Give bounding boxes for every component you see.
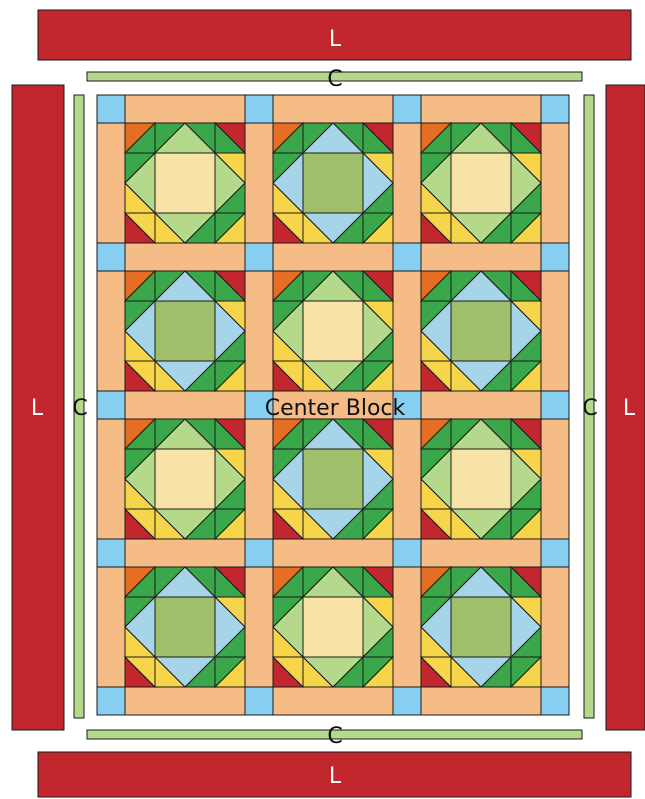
cornerstone: [541, 243, 569, 271]
cornerstone: [97, 539, 125, 567]
sashing-strip: [97, 567, 125, 687]
sashing-strip: [245, 567, 273, 687]
sashing-strip: [125, 391, 245, 419]
block-center-square: [303, 597, 363, 657]
cornerstone: [97, 687, 125, 715]
sashing-strip: [125, 539, 245, 567]
cornerstone: [393, 539, 421, 567]
cornerstone: [393, 687, 421, 715]
sashing-strip: [125, 95, 245, 123]
cornerstone: [245, 539, 273, 567]
sashing-strip: [541, 123, 569, 243]
block-center-square: [303, 301, 363, 361]
quilt-block-A: [125, 419, 245, 539]
block-center-square: [451, 301, 511, 361]
quilt-block-B: [125, 567, 245, 687]
cornerstone: [393, 95, 421, 123]
block-center-square: [451, 153, 511, 213]
sashing-strip: [97, 271, 125, 391]
sashing-strip: [421, 539, 541, 567]
cornerstone: [97, 95, 125, 123]
cornerstone: [541, 539, 569, 567]
cornerstone: [97, 391, 125, 419]
quilt-block-A: [421, 419, 541, 539]
quilt-block-A: [421, 123, 541, 243]
cornerstone: [97, 243, 125, 271]
sashing-strip: [421, 243, 541, 271]
sashing-strip: [273, 687, 393, 715]
center-block-label: Center Block: [265, 396, 406, 421]
block-center-square: [155, 597, 215, 657]
sashing-strip: [245, 123, 273, 243]
right-inner-border-label: C: [582, 396, 597, 421]
sashing-strip: [393, 271, 421, 391]
sashing-strip: [273, 243, 393, 271]
cornerstone: [541, 95, 569, 123]
quilt-block-A: [125, 123, 245, 243]
block-center-square: [451, 597, 511, 657]
sashing-strip: [273, 95, 393, 123]
cornerstone: [393, 243, 421, 271]
sashing-strip: [97, 419, 125, 539]
block-center-square: [155, 301, 215, 361]
quilt-block-B: [273, 123, 393, 243]
sashing-strip: [273, 539, 393, 567]
bottom-outer-border-label: L: [329, 764, 342, 789]
cornerstone: [541, 391, 569, 419]
sashing-strip: [393, 419, 421, 539]
top-outer-border-label: L: [329, 27, 342, 52]
quilt-block-B: [421, 271, 541, 391]
cornerstone: [245, 243, 273, 271]
sashing-strip: [421, 95, 541, 123]
sashing-strip: [393, 567, 421, 687]
sashing-strip: [245, 419, 273, 539]
bottom-inner-border-label: C: [327, 724, 342, 749]
block-center-square: [155, 153, 215, 213]
block-center-square: [303, 449, 363, 509]
quilt-block-B: [273, 419, 393, 539]
quilt-block-A: [273, 567, 393, 687]
left-inner-border-label: C: [72, 396, 87, 421]
sashing-strip: [421, 391, 541, 419]
sashing-strip: [541, 419, 569, 539]
sashing-strip: [97, 123, 125, 243]
cornerstone: [245, 687, 273, 715]
sashing-strip: [421, 687, 541, 715]
block-center-square: [451, 449, 511, 509]
sashing-strip: [245, 271, 273, 391]
cornerstone: [541, 687, 569, 715]
right-outer-border-label: L: [623, 396, 636, 421]
sashing-strip: [125, 243, 245, 271]
quilt-block-B: [421, 567, 541, 687]
sashing-strip: [125, 687, 245, 715]
quilt-block-A: [273, 271, 393, 391]
cornerstone: [245, 95, 273, 123]
block-center-square: [155, 449, 215, 509]
sashing-strip: [393, 123, 421, 243]
left-outer-border-label: L: [31, 396, 44, 421]
sashing-strip: [541, 567, 569, 687]
block-center-square: [303, 153, 363, 213]
quilt-block-B: [125, 271, 245, 391]
top-inner-border-label: C: [327, 67, 342, 92]
sashing-strip: [541, 271, 569, 391]
